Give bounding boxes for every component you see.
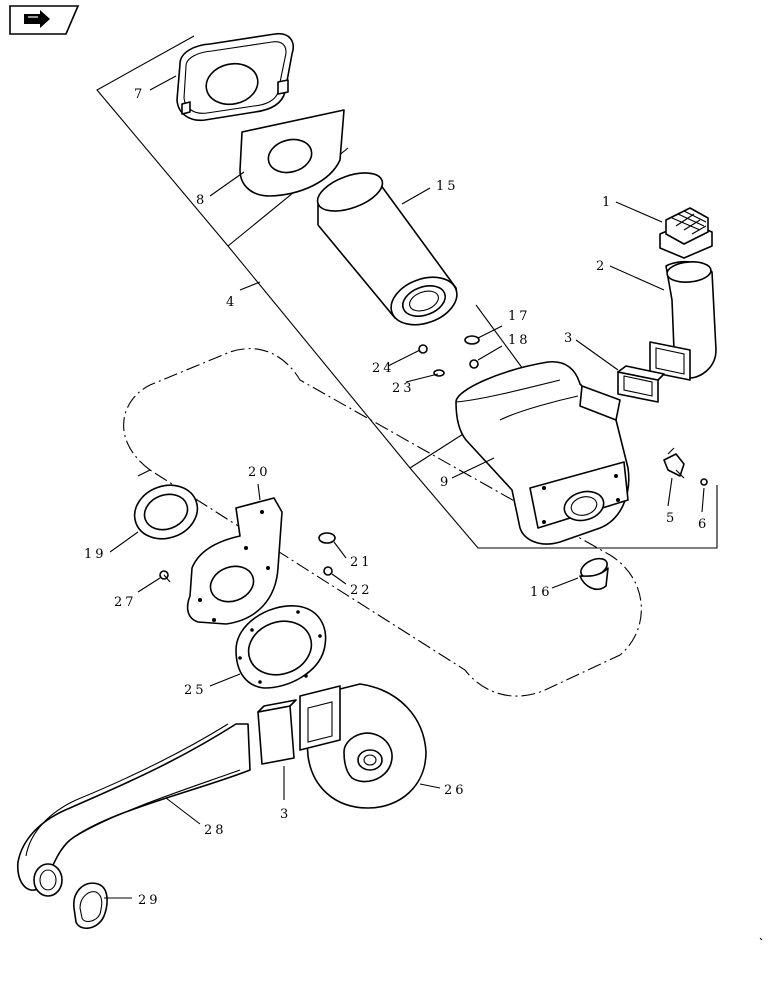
- leader-lines: [104, 75, 705, 899]
- washer-part-17: [464, 335, 480, 345]
- callout-20: 20: [248, 465, 271, 480]
- sleeve-part-3-upper: [617, 365, 665, 403]
- screw-part-6: [700, 478, 708, 486]
- blower-part-26: [299, 683, 427, 809]
- callout-15: 15: [436, 179, 459, 194]
- callout-3-upper: 3: [564, 331, 575, 346]
- callout-24: 24: [372, 361, 395, 376]
- assembly-bracket-4: [96, 35, 718, 549]
- callout-16: 16: [530, 585, 553, 600]
- callout-1: 1: [602, 195, 613, 210]
- rain-cap-part-1: [659, 207, 713, 259]
- callout-7: 7: [134, 87, 145, 102]
- callout-21: 21: [350, 555, 373, 570]
- gasket-part-25: [235, 605, 327, 689]
- filter-element-part-15: [316, 172, 458, 326]
- duct-part-28: [16, 723, 251, 897]
- callout-2: 2: [596, 259, 607, 274]
- seal-part-29: [73, 882, 108, 929]
- gasket-part-8: [239, 109, 345, 197]
- book-arrow-icon[interactable]: [9, 5, 80, 35]
- clamp-part-5: [663, 447, 685, 479]
- callout-26: 26: [444, 783, 467, 798]
- washer-part-21: [318, 532, 336, 544]
- callout-23: 23: [392, 381, 415, 396]
- callout-4: 4: [226, 295, 237, 310]
- bracket-plate-part-20: [186, 497, 283, 625]
- corner-mark: [759, 937, 763, 941]
- assembly-dashdot-outline: [123, 348, 642, 697]
- callout-18: 18: [508, 333, 531, 348]
- nut-part-18: [469, 359, 479, 369]
- callout-28: 28: [204, 823, 227, 838]
- callout-9: 9: [440, 475, 451, 490]
- callout-17: 17: [508, 309, 531, 324]
- callout-6: 6: [698, 517, 709, 532]
- cup-part-16: [579, 557, 609, 591]
- ring-gasket-part-19: [133, 484, 199, 540]
- callout-27: 27: [114, 595, 137, 610]
- callout-5: 5: [666, 511, 677, 526]
- nut-part-22: [323, 566, 333, 576]
- callout-labels: 1 2 3 3 4 5 6 7 8 9 15 16 17 18 19 20 21…: [84, 87, 709, 908]
- nut-part-24: [418, 344, 428, 354]
- callout-29: 29: [138, 893, 161, 908]
- screw-part-27: [159, 570, 171, 583]
- sleeve-part-3-lower: [257, 699, 297, 765]
- callout-25: 25: [184, 683, 207, 698]
- callout-19: 19: [84, 547, 107, 562]
- callout-3-lower: 3: [280, 807, 291, 822]
- callout-22: 22: [350, 583, 373, 598]
- cover-part-7: [176, 32, 294, 122]
- callout-8: 8: [196, 193, 207, 208]
- elbow-duct-part-2: [649, 260, 717, 381]
- air-cleaner-housing-part-9: [455, 360, 630, 545]
